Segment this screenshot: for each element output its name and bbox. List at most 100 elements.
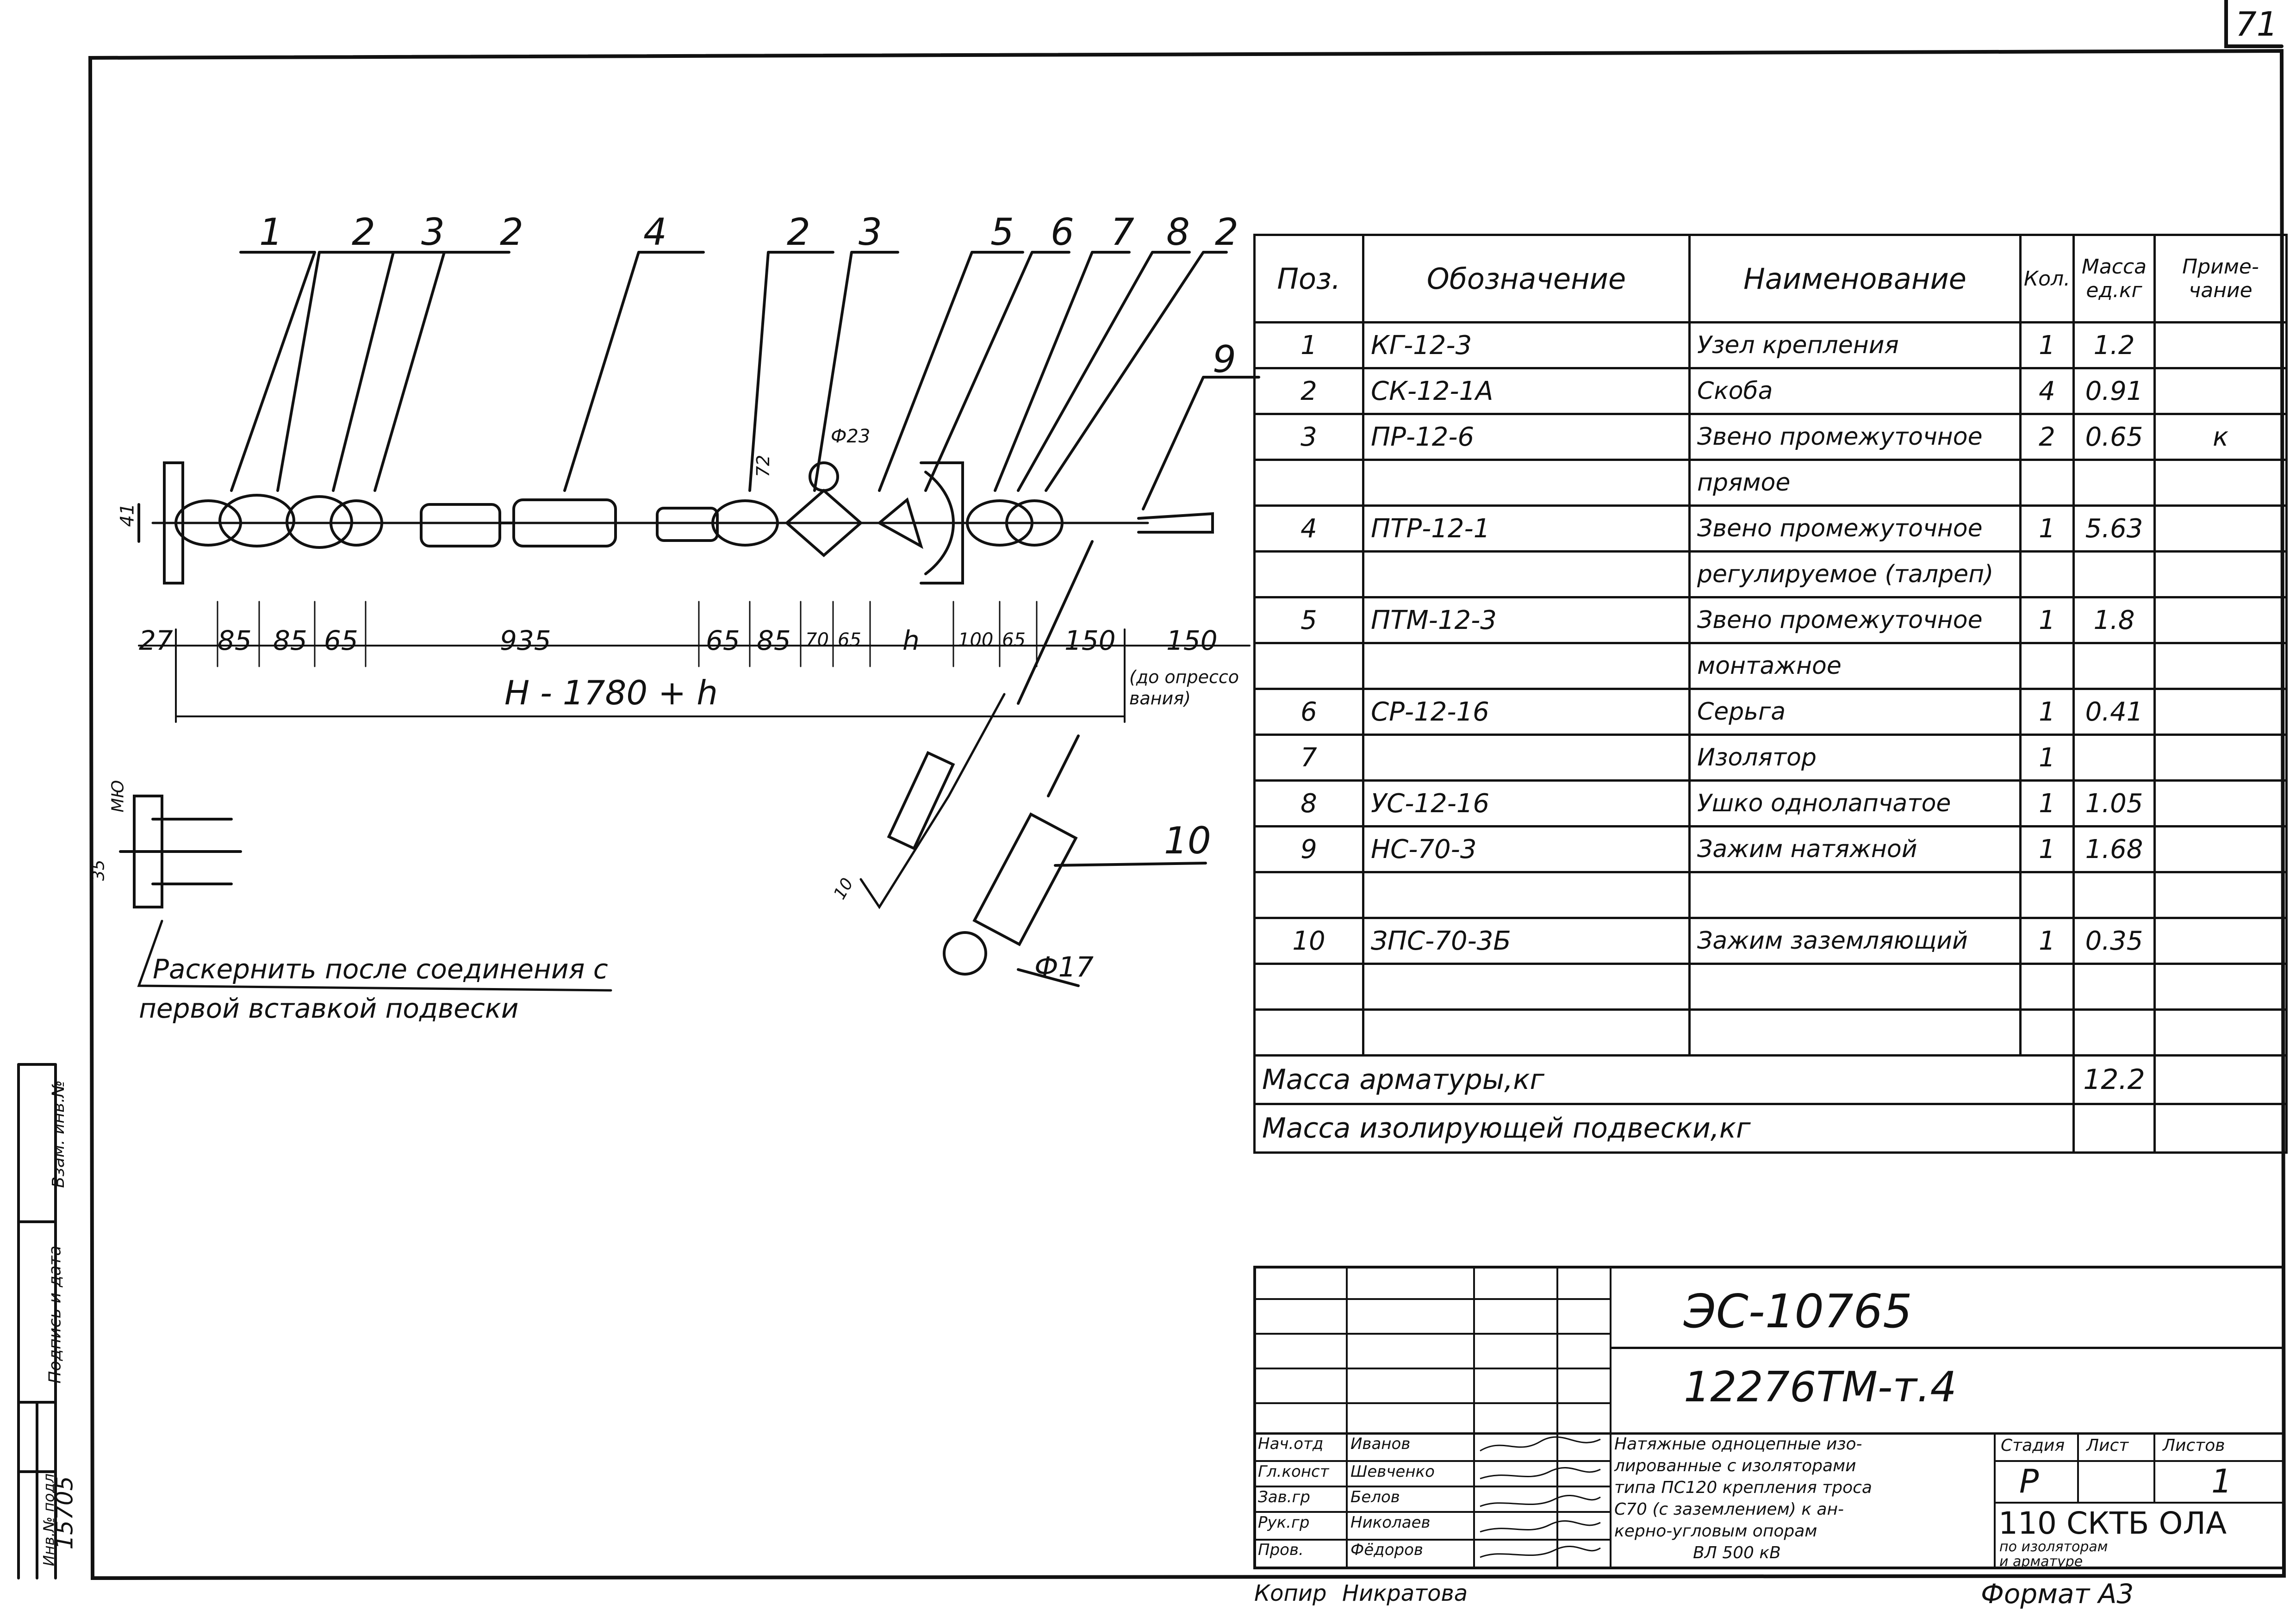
spec-cell-qty — [2019, 963, 2075, 1011]
spec-cell-name: Зажим заземляющий — [1688, 917, 2022, 965]
header-qty: Кол. — [2019, 234, 2075, 323]
spec-cell-name: регулируемое (талреп) — [1688, 550, 2022, 598]
dim-85a: 85 — [218, 625, 252, 656]
spec-cell-mass: 1.8 — [2072, 596, 2156, 644]
spec-cell-name: Скоба — [1688, 367, 2022, 415]
dim-85c: 85 — [757, 625, 791, 656]
callout-7: 7 — [1111, 211, 1134, 254]
callout-3b: 3 — [859, 211, 882, 254]
spec-cell-pos: 6 — [1253, 688, 1364, 736]
phi-23-label: Ф23 — [831, 426, 871, 447]
spec-cell-mass: 0.65 — [2072, 413, 2156, 461]
spec-cell-designation — [1362, 871, 1691, 919]
spec-cell-qty — [2019, 642, 2075, 690]
note-line-2: первой вставкой подвески — [139, 993, 519, 1024]
spec-cell-name: монтажное — [1688, 642, 2022, 690]
spec-cell-note — [2153, 917, 2288, 965]
sheets-value: 1 — [2211, 1462, 2232, 1500]
spec-header-row: Поз. Обозначение Наименование Кол. Масса… — [1253, 234, 2288, 323]
spec-cell-qty — [2019, 459, 2075, 507]
spec-row: регулируемое (талреп) — [1253, 550, 2288, 598]
spec-cell-pos: 3 — [1253, 413, 1364, 461]
callout-9: 9 — [1213, 338, 1236, 381]
stamp-inv-number: 15705 — [51, 1476, 78, 1550]
dim-100: 100 — [958, 629, 994, 651]
spec-cell-pos — [1253, 459, 1364, 507]
spec-cell-note — [2153, 1008, 2288, 1057]
name-1: Иванов — [1350, 1435, 1411, 1453]
spec-cell-pos: 10 — [1253, 917, 1364, 965]
spec-cell-mass — [2072, 550, 2156, 598]
doc-code: ЭС-10765 — [1684, 1284, 1912, 1338]
callout-1: 1 — [259, 211, 283, 254]
spec-cell-designation — [1362, 642, 1691, 690]
spec-cell-designation — [1362, 734, 1691, 782]
spec-cell-mass — [2072, 963, 2156, 1011]
spec-cell-designation: КГ-12-3 — [1362, 321, 1691, 369]
spec-cell-designation: ЗПС-70-3Б — [1362, 917, 1691, 965]
mass-armature-value: 12.2 — [2072, 1054, 2156, 1105]
callout-2c: 2 — [787, 211, 810, 254]
spec-cell-qty: 1 — [2019, 504, 2075, 553]
spec-cell-note — [2153, 367, 2288, 415]
spec-cell-name: Звено промежуточное — [1688, 413, 2022, 461]
spec-cell-mass — [2072, 1008, 2156, 1057]
spec-cell-note — [2153, 459, 2288, 507]
stage-value: Р — [2019, 1462, 2039, 1500]
spec-cell-designation: УС-12-16 — [1362, 779, 1691, 827]
name-5: Фёдоров — [1350, 1541, 1423, 1559]
spec-cell-name: Звено промежуточное — [1688, 504, 2022, 553]
role-5: Пров. — [1258, 1541, 1304, 1559]
spec-cell-mass — [2072, 459, 2156, 507]
sheets-label: Листов — [2163, 1436, 2225, 1455]
header-designation: Обозначение — [1362, 234, 1691, 323]
header-note: Приме-чание — [2153, 234, 2288, 323]
spec-cell-note — [2153, 963, 2288, 1011]
callout-2b: 2 — [500, 211, 523, 254]
spec-cell-designation: НС-70-3 — [1362, 825, 1691, 873]
sheet-label: Лист — [2086, 1436, 2129, 1455]
phi-17-label: Ф17 — [1034, 951, 1094, 983]
spec-cell-mass: 1.05 — [2072, 779, 2156, 827]
spec-cell-qty: 1 — [2019, 596, 2075, 644]
mass-armature-row: Масса арматуры,кг 12.2 — [1253, 1054, 2288, 1105]
spec-cell-mass — [2072, 642, 2156, 690]
spec-cell-pos: 9 — [1253, 825, 1364, 873]
dim-27: 27 — [139, 625, 173, 656]
role-2: Гл.конст — [1258, 1462, 1329, 1481]
spec-cell-pos — [1253, 550, 1364, 598]
spec-cell-note — [2153, 779, 2288, 827]
stage-label: Стадия — [2001, 1436, 2065, 1455]
callout-4: 4 — [643, 211, 667, 254]
spec-cell-mass: 5.63 — [2072, 504, 2156, 553]
spec-cell-designation — [1362, 459, 1691, 507]
specification-table: Поз. Обозначение Наименование Кол. Масса… — [1253, 234, 2288, 1154]
spec-row: монтажное — [1253, 642, 2288, 690]
name-4: Николаев — [1350, 1513, 1431, 1532]
spec-row — [1253, 1008, 2288, 1057]
spec-cell-qty: 4 — [2019, 367, 2075, 415]
spec-cell-designation: ПТМ-12-3 — [1362, 596, 1691, 644]
spec-cell-qty — [2019, 1008, 2075, 1057]
spec-cell-pos: 1 — [1253, 321, 1364, 369]
spec-cell-name — [1688, 1008, 2022, 1057]
mass-armature-label: Масса арматуры,кг — [1253, 1054, 2075, 1105]
spec-cell-pos — [1253, 963, 1364, 1011]
callout-5: 5 — [990, 211, 1014, 254]
corner-box — [2224, 0, 2284, 48]
name-3: Белов — [1350, 1488, 1400, 1506]
spec-cell-pos — [1253, 871, 1364, 919]
spec-cell-pos: 7 — [1253, 734, 1364, 782]
dim-h: h — [902, 625, 920, 656]
spec-cell-qty — [2019, 550, 2075, 598]
stamp-label-2: Подпись и дата — [45, 1245, 65, 1384]
spec-cell-qty: 1 — [2019, 779, 2075, 827]
dim-72: 72 — [753, 454, 774, 478]
spec-cell-name: Зажим натяжной — [1688, 825, 2022, 873]
header-mass: Масса ед.кг — [2072, 234, 2156, 323]
press-note: (до опрессо вания) — [1129, 667, 1239, 709]
